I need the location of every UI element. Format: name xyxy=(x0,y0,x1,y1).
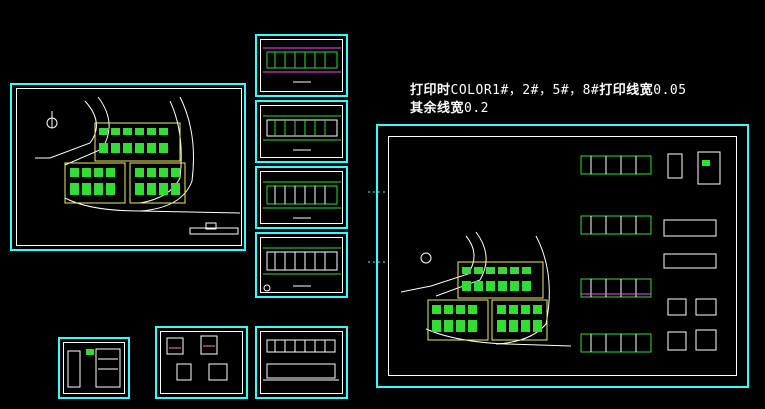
sheet-border xyxy=(260,331,343,394)
floor-plan-icon xyxy=(263,181,341,219)
floor-plan-sheet-4[interactable] xyxy=(255,232,348,298)
floor-plan-sheet-2[interactable] xyxy=(255,100,348,163)
elevation-sheet[interactable] xyxy=(255,326,348,399)
elevation-icon xyxy=(263,339,339,381)
overview-icon xyxy=(400,151,721,353)
floor-plan-sheet-1[interactable] xyxy=(255,34,348,97)
sheet-border xyxy=(160,331,243,394)
floor-plan-sheet-3[interactable] xyxy=(255,166,348,229)
floor-plan-icon xyxy=(263,247,341,292)
sheet-border xyxy=(260,39,343,92)
sheet-border xyxy=(260,105,343,158)
site-plan-sheet xyxy=(16,88,242,246)
sheet-border xyxy=(388,136,737,376)
plot-note-rest-value: 0.2 xyxy=(464,101,489,116)
detail-sheet[interactable] xyxy=(58,337,130,399)
sheet-border xyxy=(260,171,343,224)
overview-sheet[interactable] xyxy=(376,124,749,388)
section-sheet[interactable] xyxy=(155,326,248,399)
plot-note-line1: 打印时COLOR1#，2#，5#，8#打印线宽0.05 xyxy=(410,79,687,98)
section-icon xyxy=(166,335,228,381)
plot-note-line2: 其余线宽0.2 xyxy=(410,97,489,116)
floor-plan-icon xyxy=(263,115,341,151)
plot-note-prefix: 打印时 xyxy=(410,83,451,98)
floor-plan-icon xyxy=(263,47,341,83)
leader-lines xyxy=(368,191,386,263)
plot-note-mid: 打印线宽 xyxy=(599,83,654,98)
plot-note-width-value: 0.05 xyxy=(653,83,687,98)
plot-note-colors: COLOR1#，2#，5#，8# xyxy=(450,83,600,98)
sheet-border xyxy=(260,237,343,293)
sheet-border xyxy=(63,342,125,394)
detail-icon xyxy=(67,348,121,388)
plot-note-rest-label: 其余线宽 xyxy=(410,101,465,116)
site-plan-icon xyxy=(35,96,241,235)
site-plan-frame[interactable] xyxy=(10,83,246,251)
